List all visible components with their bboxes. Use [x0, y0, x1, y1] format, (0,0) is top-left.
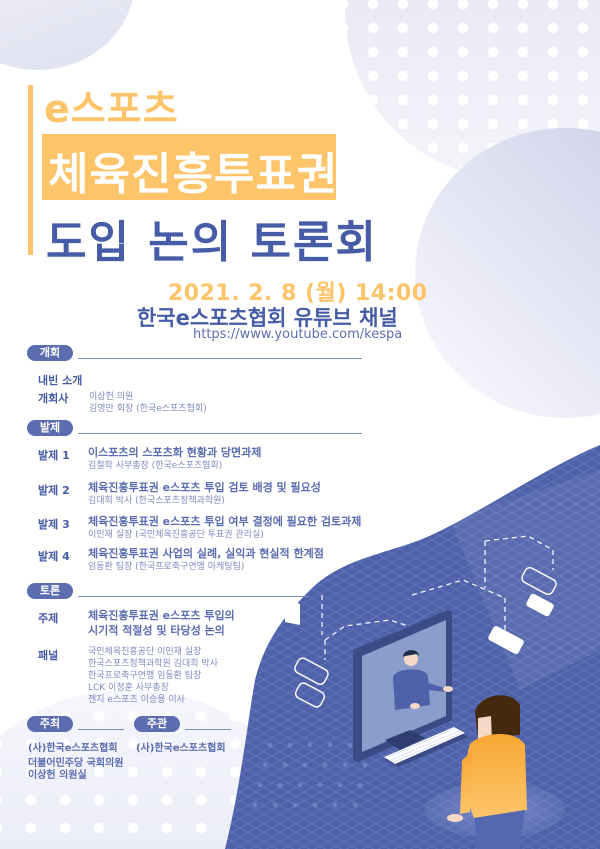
- host-org: 이상헌 의원실: [28, 770, 87, 781]
- presentation-1-speaker: 김철학 사무총장 (한국e스포츠협회): [88, 461, 223, 471]
- title-accent-bar: [28, 85, 33, 255]
- presentation-1-label: 발제 1: [38, 449, 70, 462]
- pill-host: 주최: [27, 716, 73, 732]
- section-organizer-header: 주관: [134, 716, 231, 732]
- event-channel: 한국e스포츠협회 유튜브 채널: [137, 306, 398, 330]
- title-line-esports: e스포츠: [44, 87, 179, 131]
- event-date: 2021. 2. 8 (월) 14:00: [168, 281, 428, 306]
- host-org: (사)한국e스포츠협회: [28, 743, 118, 754]
- panelist: 젠지 e스포츠 이승용 이사: [88, 695, 185, 705]
- presentation-3-title: 체육진흥투표권 e스포츠 투입 여부 결정에 필요한 검토과제: [88, 515, 362, 528]
- section-opening-header: 개회: [27, 345, 362, 361]
- title-line-sports-toto: 체육진흥투표권: [48, 149, 339, 200]
- pill-discussion: 토론: [27, 583, 73, 599]
- discussion-topic-line: 시기적 적절성 및 타당성 논의: [88, 624, 225, 637]
- discussion-panel-label: 패널: [38, 649, 59, 662]
- panelist: 국민체육진흥공단 이민재 실장: [88, 647, 202, 657]
- panelist: 한국프로축구연맹 임동환 팀장: [88, 671, 202, 681]
- section-discussion-header: 토론: [27, 583, 308, 599]
- divider: [78, 357, 362, 359]
- title-highlight-box: [42, 134, 336, 200]
- pill-opening: 개회: [27, 345, 73, 361]
- divider: [185, 728, 231, 730]
- presentation-4-speaker: 임동환 팀장 (한국프로축구연맹 마케팅팀): [88, 562, 245, 572]
- opening-remarks-speaker: 이상헌 의원: [89, 392, 134, 402]
- opening-guest-intro-label: 내빈 소개: [38, 374, 83, 387]
- presentation-2-label: 발제 2: [38, 484, 70, 497]
- panelist: 한국스포츠정책과학원 김대희 박사: [88, 659, 218, 669]
- presentation-2-title: 체육진흥투표권 e스포츠 투입 검토 배경 및 필요성: [88, 481, 321, 494]
- pill-presentations: 발제: [27, 420, 73, 436]
- presentation-4-title: 체육진흥투표권 사업의 실례, 실익과 현실적 한계점: [88, 547, 324, 560]
- presentation-3-speaker: 이민재 실장 (국민체육진흥공단 투표권 관리실): [88, 530, 264, 540]
- section-host-header: 주최: [27, 716, 124, 732]
- event-url-link[interactable]: https://www.youtube.com/kespa: [193, 327, 403, 342]
- title-line-forum: 도입 논의 토론회: [46, 217, 378, 268]
- host-org: 더불어민주당 국회의원: [28, 758, 124, 769]
- divider: [78, 432, 362, 434]
- divider: [78, 728, 124, 730]
- monitor: [353, 610, 453, 762]
- organizer-org: (사)한국e스포츠협회: [136, 743, 226, 754]
- divider: [78, 595, 308, 597]
- keyboard: [384, 727, 468, 767]
- presentation-3-label: 발제 3: [38, 518, 70, 531]
- presentation-2-speaker: 김대희 박사 (한국스포츠정책과학원): [88, 496, 225, 506]
- discussion-topic-label: 주제: [38, 612, 59, 625]
- panelist: LCK 이정훈 사무총장: [88, 683, 169, 693]
- section-presentations-header: 발제: [27, 420, 362, 436]
- standing-person: [447, 695, 527, 849]
- opening-remarks-speaker: 김영만 회장 (한국e스포츠협회): [89, 404, 207, 414]
- opening-remarks-label: 개회사: [38, 392, 69, 405]
- presentation-1-title: 이스포츠의 스포츠화 현황과 당면과제: [88, 446, 262, 459]
- discussion-topic-line: 체육진흥투표권 e스포츠 투입의: [88, 609, 235, 622]
- presentation-4-label: 발제 4: [38, 550, 70, 563]
- pill-organizer: 주관: [134, 716, 180, 732]
